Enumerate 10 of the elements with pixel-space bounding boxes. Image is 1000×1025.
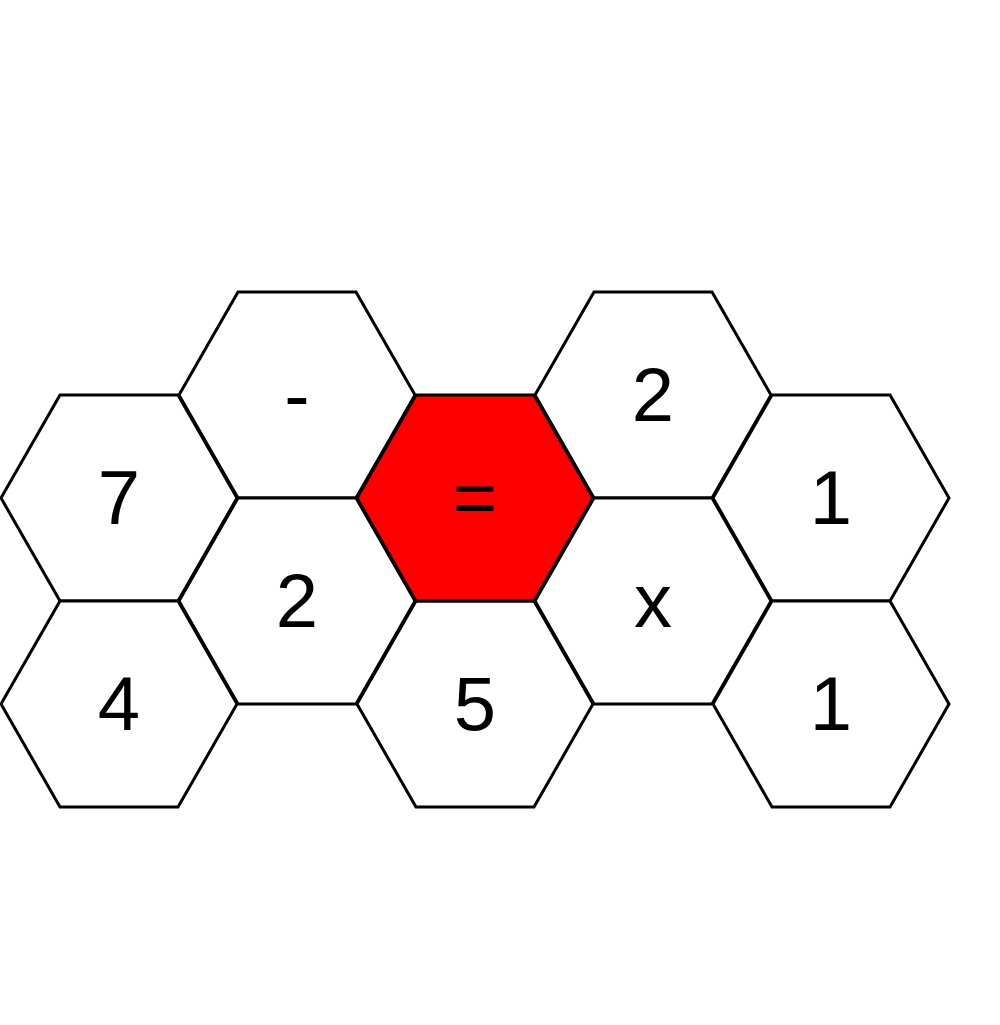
tile-label: 2 (275, 563, 319, 639)
tile-label: 1 (809, 666, 853, 742)
tile-label: x (634, 563, 672, 639)
tile-label: = (452, 460, 498, 536)
tile-label: 2 (631, 357, 675, 433)
tile-label: 1 (809, 460, 853, 536)
tile-label: 4 (97, 666, 141, 742)
tile-label: 7 (97, 460, 141, 536)
tile-label: 5 (453, 666, 497, 742)
tile-label: - (284, 357, 310, 433)
